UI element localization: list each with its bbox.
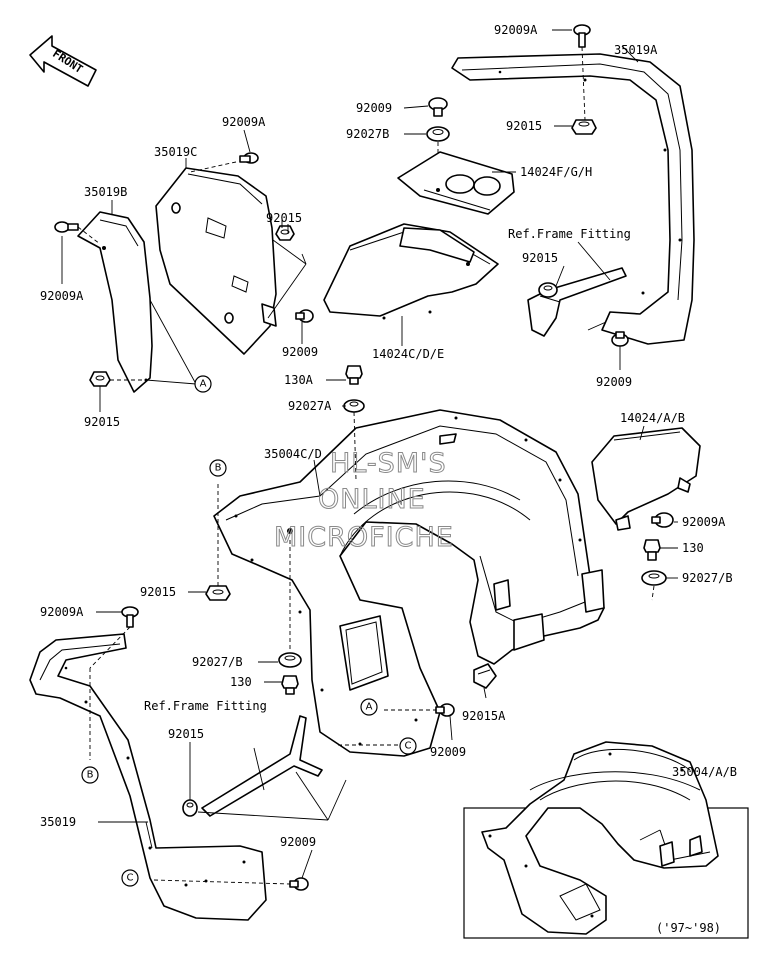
label-92015-low: 92015 <box>168 727 204 741</box>
label-92015-top: 92015 <box>506 119 542 133</box>
label-92009-low: 92009 <box>430 745 466 759</box>
screw-92009-top <box>428 97 448 117</box>
nut-92015-low <box>182 799 198 817</box>
callout-A-lower: A <box>360 698 378 716</box>
grommet-92027B-low <box>278 652 302 668</box>
label-35019A: 35019A <box>614 43 658 57</box>
watermark-line2: ONLINE <box>318 484 426 515</box>
label-ref-frame-2: Ref.Frame Fitting <box>144 699 267 713</box>
callout-C-mid: C <box>399 737 417 755</box>
screw-92009-ref1 <box>611 331 629 347</box>
part-14024CDE <box>323 223 499 320</box>
watermark: HL-SM'S ONLINE MICROFICHE <box>274 448 454 554</box>
callout-B-mid: B <box>209 459 227 477</box>
nut-92015-ref1 <box>538 282 558 298</box>
label-92009-ref1: 92009 <box>596 375 632 389</box>
label-14024FGH: 14024F/G/H <box>520 165 592 179</box>
watermark-line1: HL-SM'S <box>330 448 447 479</box>
bolt-130A <box>345 365 363 385</box>
label-92015-ref1: 92015 <box>522 251 558 265</box>
label-years: ('97~'98) <box>656 921 721 935</box>
frame-fitting-lower <box>201 715 323 817</box>
nut-92015-mid <box>205 585 231 601</box>
watermark-line3: MICROFICHE <box>274 522 454 553</box>
grommet-92027B-top <box>426 126 450 142</box>
label-35019B: 35019B <box>84 185 127 199</box>
label-14024CDE: 14024C/D/E <box>372 347 444 361</box>
grommet-92027B-r <box>641 570 667 586</box>
part-35004AB-inset <box>481 741 719 935</box>
label-92015A: 92015A <box>462 709 506 723</box>
part-35019C <box>155 167 277 355</box>
label-92009-c: 92009 <box>282 345 318 359</box>
part-35019 <box>29 633 267 921</box>
label-92009-bot: 92009 <box>280 835 316 849</box>
screw-92009A-left <box>54 221 79 233</box>
label-35019C: 35019C <box>154 145 197 159</box>
label-92009A-left: 92009A <box>40 289 84 303</box>
callout-B-left: B <box>81 766 99 784</box>
callout-A-upper: A <box>194 375 212 393</box>
label-14024AB: 14024/A/B <box>620 411 685 425</box>
nut-92015-c <box>275 225 295 241</box>
bolt-130-low <box>281 675 299 695</box>
label-130-r: 130 <box>682 541 704 555</box>
callout-B-mid-text: B <box>215 463 222 474</box>
callout-C-left-text: C <box>127 873 134 884</box>
label-92009A-c: 92009A <box>222 115 266 129</box>
label-130-low: 130 <box>230 675 252 689</box>
label-92015-c: 92015 <box>266 211 302 225</box>
part-14024FGH <box>397 151 515 215</box>
label-92009-top: 92009 <box>356 101 392 115</box>
label-92015-b: 92015 <box>84 415 120 429</box>
label-130A: 130A <box>284 373 314 387</box>
label-35019: 35019 <box>40 815 76 829</box>
nut-92015-top <box>571 119 597 135</box>
label-92027B-top: 92027B <box>346 127 389 141</box>
screw-92009A-c <box>239 152 259 164</box>
screw-92009A-low <box>121 606 139 628</box>
front-arrow-icon: FRONT <box>29 35 97 87</box>
screw-92009-c <box>295 309 314 323</box>
label-35004CD: 35004C/D <box>264 447 322 461</box>
callout-C-mid-text: C <box>405 741 412 752</box>
label-92009A-r: 92009A <box>682 515 726 529</box>
label-92009A-top: 92009A <box>494 23 538 37</box>
part-14024AB <box>591 427 701 531</box>
callout-B-left-text: B <box>87 770 94 781</box>
label-35004AB: 35004/A/B <box>672 765 737 779</box>
label-92027B-r: 92027/B <box>682 571 733 585</box>
grommet-92027A <box>343 399 365 413</box>
label-ref-frame-1: Ref.Frame Fitting <box>508 227 631 241</box>
frame-fitting-upper <box>527 267 627 337</box>
screw-92009A-r <box>651 512 674 528</box>
clip-92015A <box>473 663 497 689</box>
nut-92015-b <box>89 371 111 387</box>
callout-C-left: C <box>121 869 139 887</box>
callout-A-upper-text: A <box>200 379 207 390</box>
label-92027B-low: 92027/B <box>192 655 243 669</box>
screw-92009-low <box>435 703 455 717</box>
part-35019A <box>451 53 695 345</box>
callout-A-lower-text: A <box>366 702 373 713</box>
bolt-130-r <box>643 539 661 561</box>
screw-92009A-top <box>573 24 591 48</box>
screw-92009-bot <box>289 877 309 891</box>
label-92009A-low: 92009A <box>40 605 84 619</box>
label-92015-mid: 92015 <box>140 585 176 599</box>
label-92027A: 92027A <box>288 399 332 413</box>
part-35004CD <box>213 409 605 757</box>
part-35019B <box>77 211 153 393</box>
